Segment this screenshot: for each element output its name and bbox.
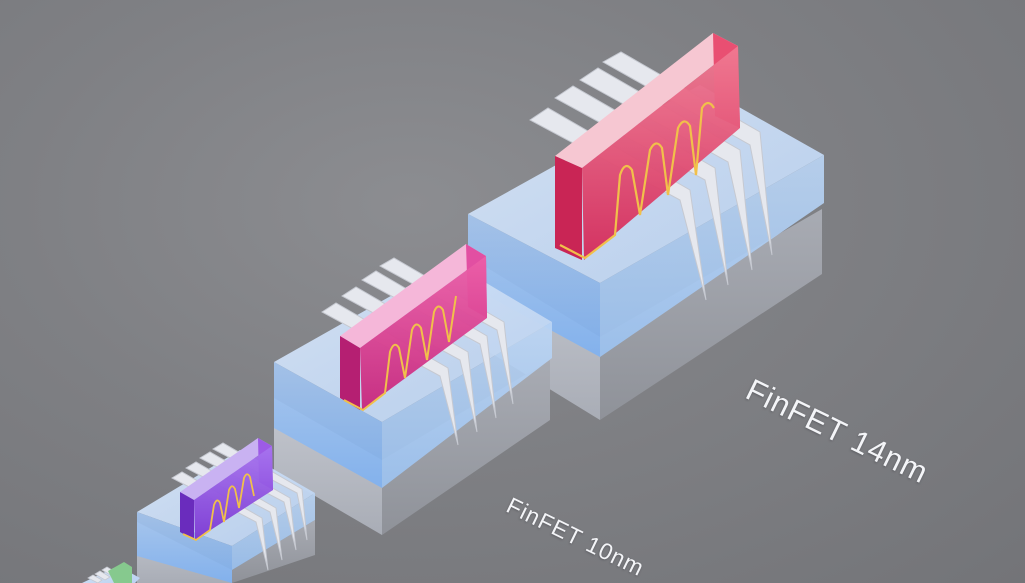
gate-10nm-top xyxy=(340,244,486,348)
substrate-14nm-right xyxy=(600,209,822,420)
fins-small xyxy=(170,442,308,571)
finfet-14nm-device xyxy=(468,33,824,420)
gate-outline-small xyxy=(182,473,255,542)
fin-tiny-1 xyxy=(87,574,103,583)
gate-small-front xyxy=(180,492,194,540)
oxide-small-right xyxy=(232,493,315,570)
fin-small-2 xyxy=(184,461,283,561)
gate-outline-14nm xyxy=(559,101,715,260)
fin-small-1 xyxy=(170,471,269,571)
gate-10nm-face xyxy=(360,256,487,410)
oxide-14nm-left xyxy=(468,214,600,357)
oxide-14nm-right xyxy=(600,155,824,357)
oxide-small-left xyxy=(137,512,232,583)
oxide-10nm-right xyxy=(382,322,552,488)
finfet-tiny-device xyxy=(82,562,140,583)
gate-outline-10nm xyxy=(343,295,457,412)
gate-small-face xyxy=(194,446,273,540)
fin-small-3 xyxy=(198,451,297,551)
gate-14nm-front xyxy=(555,156,582,260)
gate-14nm-top xyxy=(555,33,738,168)
finfet-10nm-device xyxy=(274,244,552,535)
oxide-10nm-left xyxy=(274,362,382,488)
gate-small-top xyxy=(180,438,272,500)
finfet-small-device xyxy=(137,438,315,583)
gate-tiny xyxy=(108,562,132,583)
substrate-10nm-right xyxy=(382,360,550,535)
gate-10nm-front xyxy=(340,336,360,410)
fin-tiny-2 xyxy=(94,570,111,581)
fin-small-4 xyxy=(211,442,308,541)
gate-14nm-face xyxy=(582,46,740,260)
